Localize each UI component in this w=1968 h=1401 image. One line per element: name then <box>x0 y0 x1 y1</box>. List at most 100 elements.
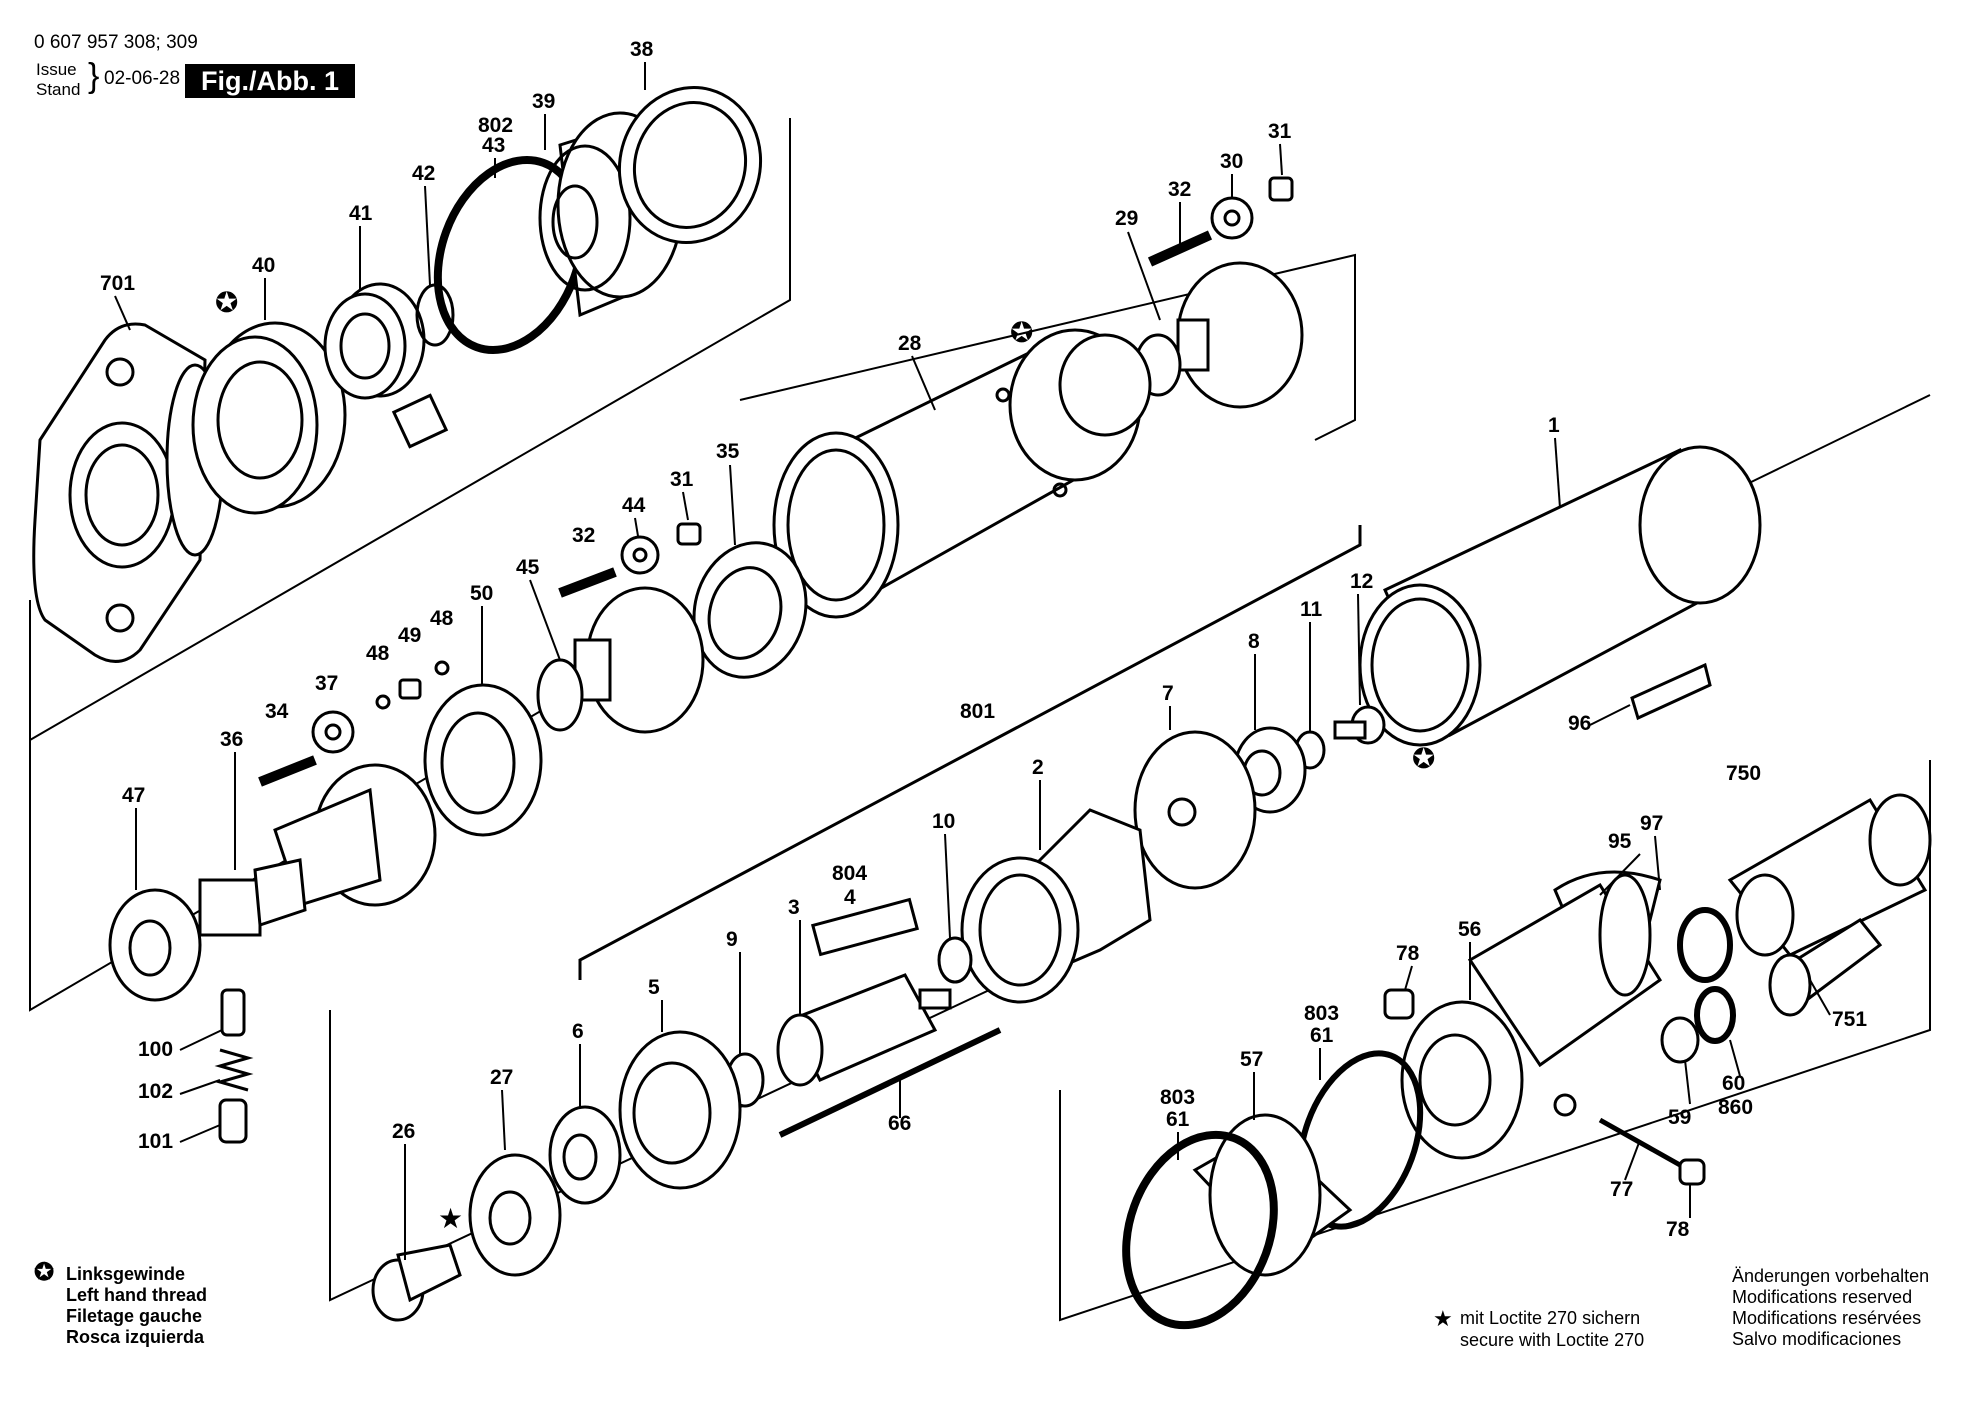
label-50: 50 <box>470 582 493 605</box>
label-61a: 61 <box>1310 1024 1334 1047</box>
label-701: 701 <box>100 272 135 295</box>
label-29: 29 <box>1115 207 1138 230</box>
part-36-spindle <box>198 763 437 937</box>
label-59: 59 <box>1668 1106 1691 1129</box>
part-804-vane <box>810 897 920 957</box>
frame-right-top <box>1744 394 1931 486</box>
legend-mid-line-2: secure with Loctite 270 <box>1460 1330 1645 1350</box>
label-61b: 61 <box>1166 1108 1190 1131</box>
label-30: 30 <box>1220 150 1243 173</box>
part-31-pin-small <box>1268 176 1294 202</box>
part-40-nut <box>191 321 347 515</box>
label-77: 77 <box>1610 1178 1633 1201</box>
frame-right <box>1059 760 1931 1322</box>
label-41: 41 <box>349 202 373 225</box>
label-751: 751 <box>1832 1008 1867 1031</box>
part-2-cylinder <box>960 808 1152 1004</box>
part-6-bearing <box>548 1105 622 1205</box>
label-42: 42 <box>412 162 435 185</box>
label-35: 35 <box>716 440 740 463</box>
label-44: 44 <box>622 494 646 517</box>
marker-lh-28: ✪ <box>1010 316 1033 349</box>
part-750-filter <box>1727 793 1932 957</box>
label-11: 11 <box>1300 598 1323 621</box>
label-32a: 32 <box>1168 178 1191 201</box>
part-49-pin <box>398 678 422 700</box>
label-7: 7 <box>1162 682 1174 705</box>
label-101: 101 <box>138 1130 173 1153</box>
frame-left <box>29 564 791 1012</box>
loctite-star-icon: ★ <box>1433 1306 1453 1331</box>
part-48-washer-b <box>375 694 391 710</box>
label-1: 1 <box>1548 414 1560 437</box>
part-78-plug-a <box>1383 988 1415 1020</box>
label-801: 801 <box>960 700 995 723</box>
label-95: 95 <box>1608 830 1632 853</box>
part-751-fitting <box>1768 918 1883 1017</box>
part-30-gear <box>1210 196 1254 240</box>
label-27: 27 <box>490 1066 513 1089</box>
label-102: 102 <box>138 1080 173 1103</box>
frame-mid <box>739 253 1356 441</box>
legend-right-line-3: Modifications resérvées <box>1732 1308 1922 1328</box>
leader-lines <box>114 62 1831 1260</box>
label-26: 26 <box>392 1120 415 1143</box>
left-hand-thread-markers: ✪ ✪ ✪ <box>215 286 1435 775</box>
part-3-rotor <box>776 973 952 1087</box>
issue-date: 02-06-28 <box>104 68 181 89</box>
marker-lh-40: ✪ <box>215 286 238 319</box>
part-number: 0 607 957 308; 309 <box>34 32 198 53</box>
legend-left-line-4: Rosca izquierda <box>66 1327 205 1347</box>
label-12: 12 <box>1350 570 1373 593</box>
part-44-gear <box>620 535 660 575</box>
label-804: 804 <box>832 862 867 885</box>
label-78a: 78 <box>1396 942 1420 965</box>
callout-labels: 701 40 41 42 802 43 39 38 31 30 32 29 28… <box>100 38 1867 1241</box>
bracket-801 <box>578 525 1362 980</box>
part-803-oring-b <box>1122 1130 1278 1330</box>
part-10-washer <box>937 936 973 984</box>
part-31-pin-mid <box>676 522 702 546</box>
label-6: 6 <box>572 1020 584 1043</box>
part-28-housing <box>772 328 1152 619</box>
label-9: 9 <box>726 928 738 951</box>
label-5: 5 <box>648 976 660 999</box>
part-45-carrier <box>536 586 705 734</box>
legend-right-line-2: Modifications reserved <box>1732 1287 1913 1307</box>
part-grease-pack <box>391 393 449 449</box>
part-50-seal <box>423 683 543 837</box>
part-47-washer <box>108 888 202 1002</box>
marker-lh-1: ✪ <box>1412 742 1435 775</box>
part-26-pinion <box>371 1243 462 1322</box>
label-48b: 48 <box>366 642 390 665</box>
part-66-rod <box>778 1027 1002 1138</box>
label-860: 860 <box>1718 1096 1753 1119</box>
legend-mid-line-1: mit Loctite 270 sichern <box>1460 1308 1641 1328</box>
label-47: 47 <box>122 784 145 807</box>
legend-right-line-4: Salvo modificaciones <box>1732 1329 1902 1349</box>
part-60-oring <box>1694 986 1736 1044</box>
label-97: 97 <box>1640 812 1663 835</box>
label-803a: 803 <box>1304 1002 1339 1025</box>
label-8: 8 <box>1248 630 1260 653</box>
label-28: 28 <box>898 332 922 355</box>
label-34: 34 <box>265 700 289 723</box>
figure-label: Fig./Abb. 1 <box>185 64 355 98</box>
part-78-plug-b <box>1678 1158 1706 1186</box>
part-48-washer-a <box>434 660 450 676</box>
label-802: 802 <box>478 114 513 137</box>
legend-right-line-1: Änderungen vorbehalten <box>1732 1266 1930 1286</box>
part-1-housing <box>1358 445 1762 747</box>
part-56-housing <box>1400 873 1663 1160</box>
label-2: 2 <box>1032 756 1044 779</box>
stand-label: Stand <box>36 80 81 99</box>
label-49: 49 <box>398 624 421 647</box>
legend-left-line-1: Linksgewinde <box>66 1264 186 1284</box>
part-34-pin <box>258 755 317 787</box>
label-78b: 78 <box>1666 1218 1690 1241</box>
part-35-seal <box>692 541 808 679</box>
label-3: 3 <box>788 896 800 919</box>
part-7-end-plate <box>1133 730 1257 890</box>
